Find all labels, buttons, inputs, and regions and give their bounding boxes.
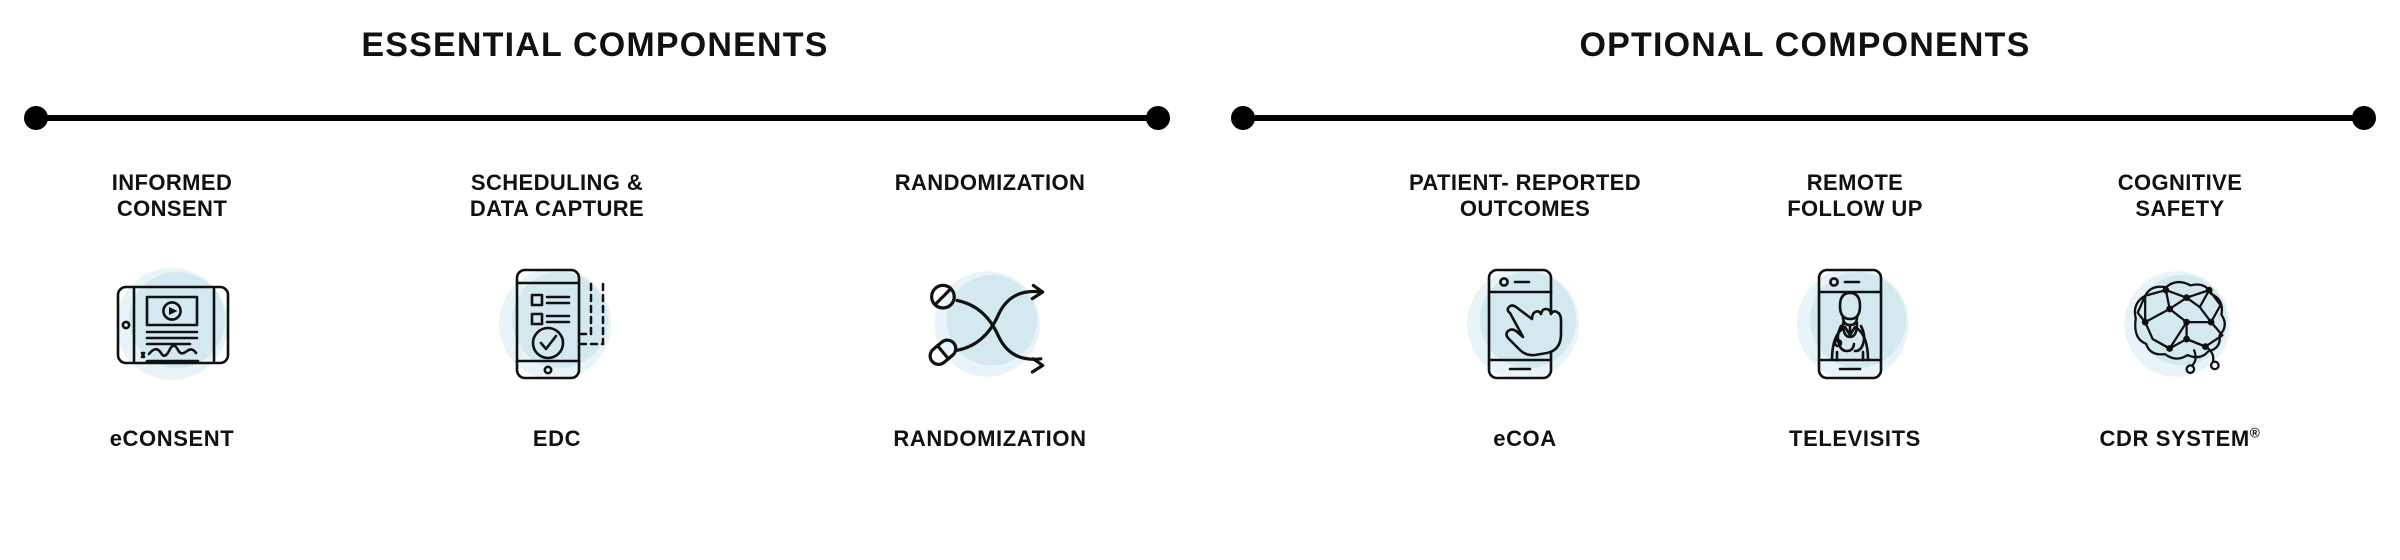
divider-line-optional — [1243, 115, 2364, 121]
ecoa-hand-tapping-phone-icon — [1445, 244, 1605, 404]
component-bottom-label-ecoa: eCOA — [1493, 426, 1557, 451]
component-top-label-randomization: RANDOMIZATION — [894, 170, 1086, 195]
component-column-televisits: REMOTE FOLLOW UP — [1695, 170, 2015, 452]
section-title-optional: OPTIONAL COMPONENTS — [1579, 26, 2031, 64]
component-top-label-ecoa: PATIENT- REPORTED OUTCOMES — [1408, 170, 1642, 221]
component-column-edc: SCHEDULING & DATA CAPTURE — [397, 170, 717, 452]
component-top-label-edc: SCHEDULING & DATA CAPTURE — [469, 170, 645, 221]
component-bottom-label-edc: EDC — [532, 426, 582, 451]
component-bottom-label-cdr-system: CDR SYSTEM® — [2100, 426, 2261, 452]
registered-trademark-symbol: ® — [2249, 425, 2261, 441]
component-top-label-televisits: REMOTE FOLLOW UP — [1787, 170, 1923, 221]
component-bottom-label-televisits: TELEVISITS — [1789, 426, 1921, 451]
component-column-randomization: RANDOMIZATION RANDOMIZ — [830, 170, 1150, 452]
component-column-econsent: INFORMED CONSENT — [12, 170, 332, 452]
component-top-label-cdr-system: COGNITIVE SAFETY — [2117, 170, 2243, 221]
component-column-cdr-system: COGNITIVE SAFETY — [2020, 170, 2340, 452]
component-top-label-econsent: INFORMED CONSENT — [111, 170, 233, 221]
randomization-crossing-arrows-pills-icon — [910, 244, 1070, 404]
televisit-doctor-phone-icon — [1775, 244, 1935, 404]
component-bottom-label-randomization: RANDOMIZATION — [893, 426, 1087, 451]
divider-line-essential — [36, 115, 1158, 121]
section-title-essential: ESSENTIAL COMPONENTS — [361, 26, 829, 64]
divider-dot-essential-left — [24, 106, 48, 130]
divider-dot-essential-right — [1146, 106, 1170, 130]
cdr-brain-network-icon — [2100, 244, 2260, 404]
component-column-ecoa: PATIENT- REPORTED OUTCOMES eCOA — [1365, 170, 1685, 452]
divider-dot-optional-right — [2352, 106, 2376, 130]
econsent-tablet-signature-icon — [92, 244, 252, 404]
cdr-system-text: CDR SYSTEM — [2099, 426, 2250, 451]
component-bottom-label-econsent: eCONSENT — [109, 426, 235, 451]
divider-dot-optional-left — [1231, 106, 1255, 130]
edc-checklist-phone-icon — [477, 244, 637, 404]
